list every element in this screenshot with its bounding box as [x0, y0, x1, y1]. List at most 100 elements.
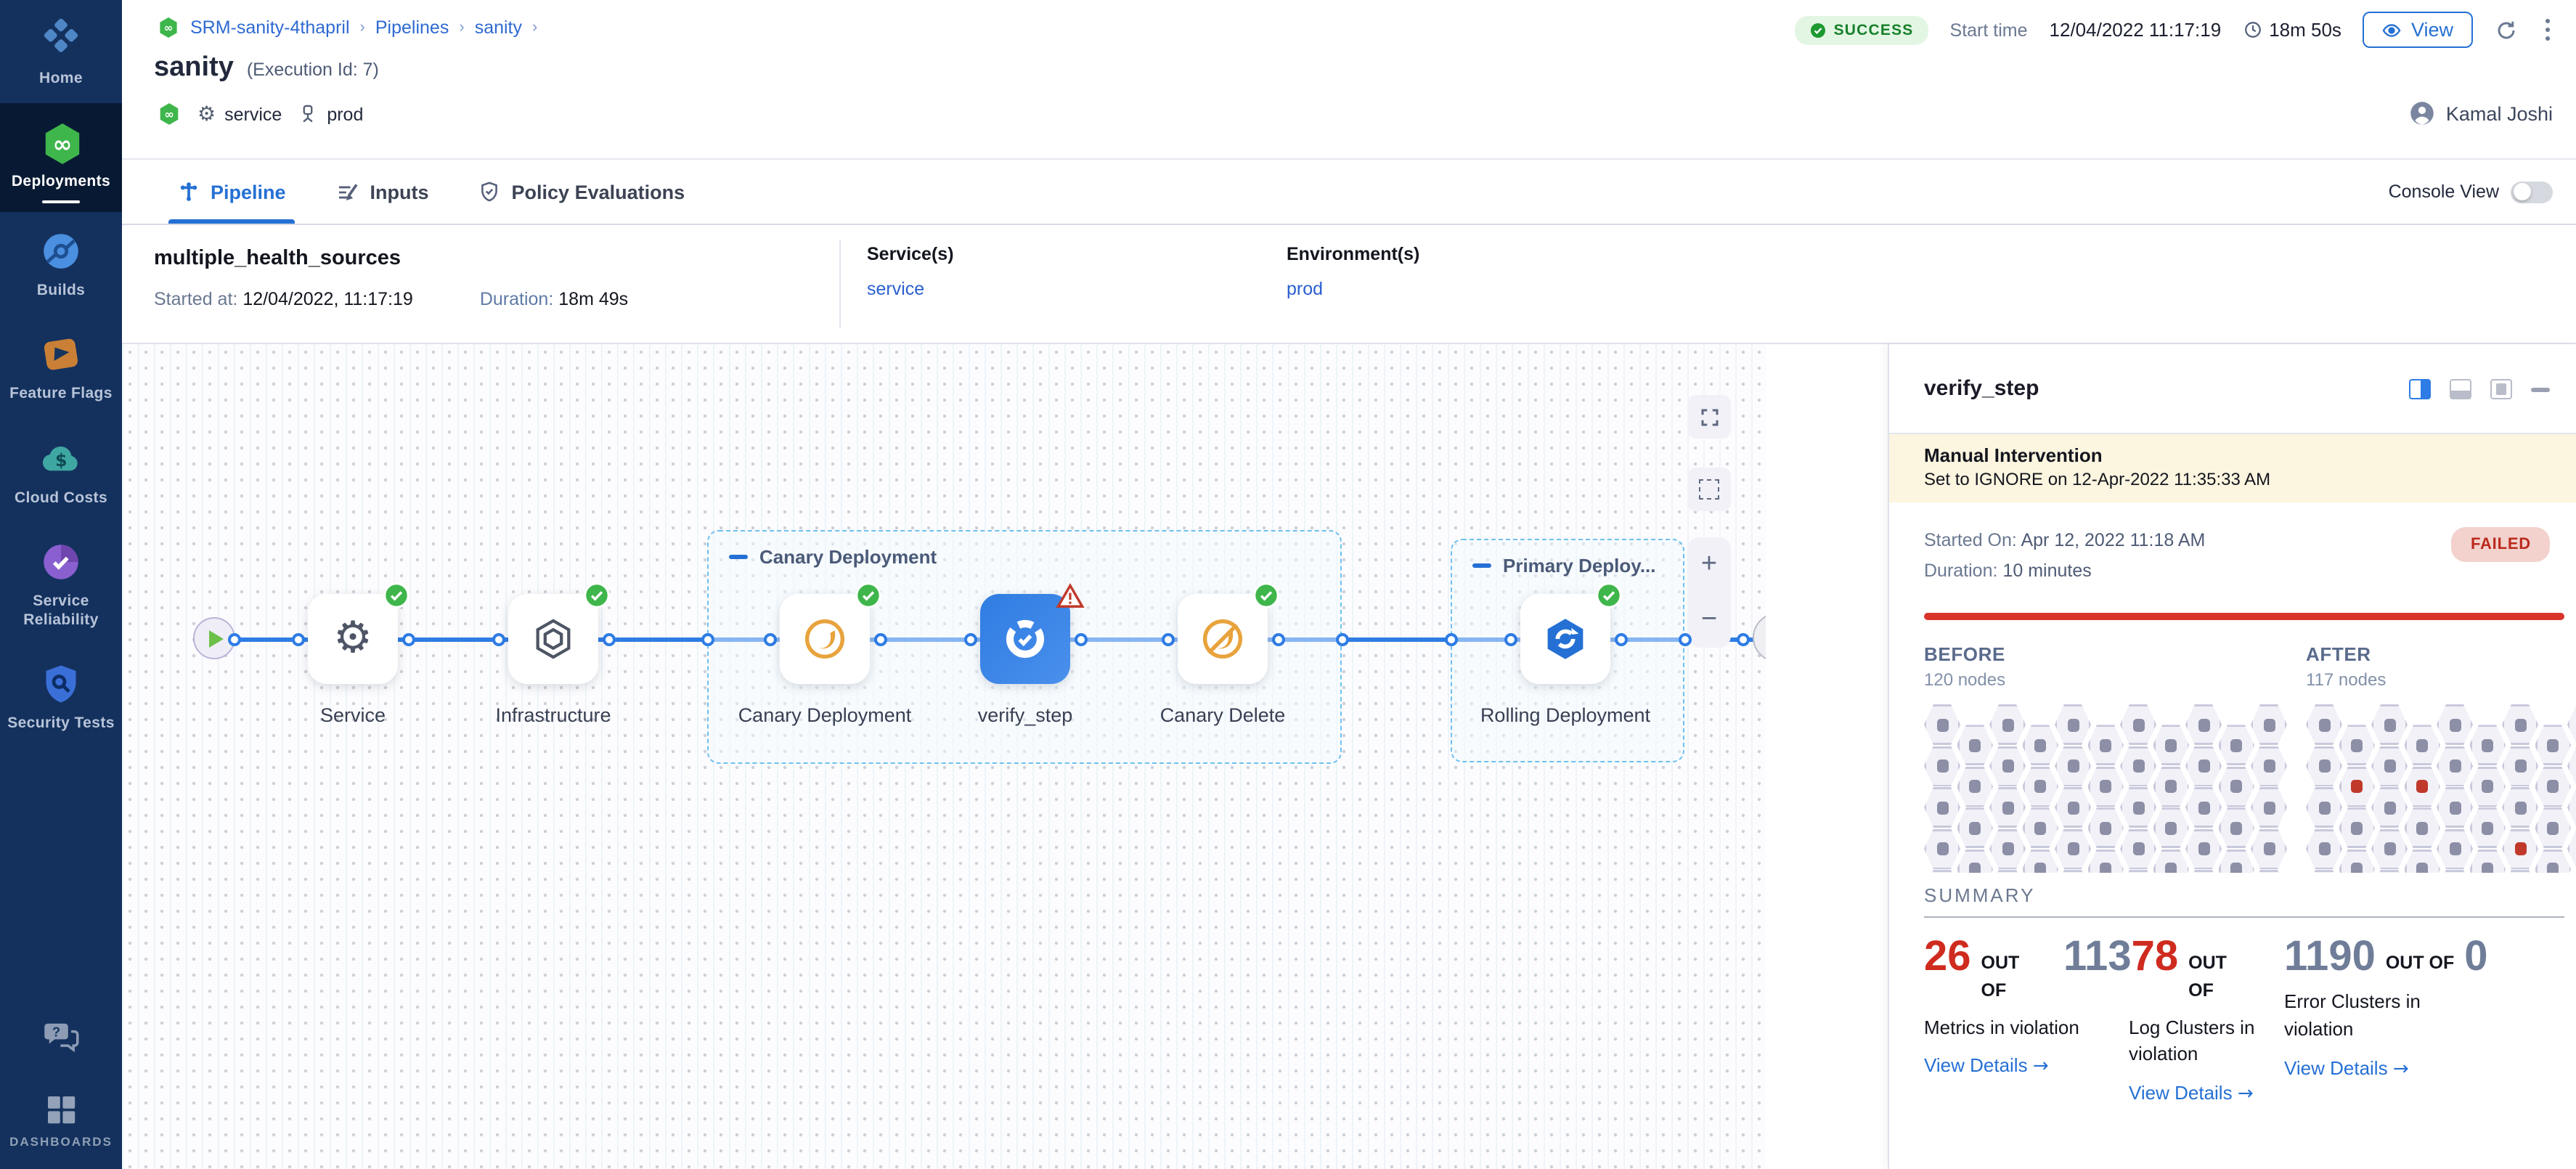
sidebar-item-home[interactable]: Home [0, 0, 122, 103]
node-hex[interactable] [2218, 849, 2254, 873]
sidebar-item-builds[interactable]: Builds [0, 213, 122, 316]
node-hex[interactable] [2502, 870, 2538, 873]
node-hex[interactable] [2437, 870, 2473, 873]
node-hex[interactable] [2055, 828, 2091, 869]
node-hex[interactable] [2022, 807, 2058, 849]
node-hex[interactable] [2251, 704, 2287, 745]
layout-right-icon[interactable] [2409, 379, 2431, 399]
node-hex[interactable] [1924, 704, 1960, 745]
sidebar-item-service-reliability[interactable]: Service Reliability [0, 522, 122, 645]
node-hex[interactable] [2251, 828, 2287, 869]
sidebar-item-cloud-costs[interactable]: $Cloud Costs [0, 419, 122, 522]
node-hex[interactable] [2185, 787, 2222, 828]
node-hex[interactable] [2087, 807, 2124, 849]
node-hex[interactable] [2339, 725, 2375, 766]
node-hex[interactable] [2185, 746, 2222, 786]
pipeline-node-infrastructure[interactable] [508, 582, 610, 684]
node-hex[interactable] [2339, 807, 2375, 849]
after-node-grid[interactable] [2306, 704, 2576, 873]
node-hex[interactable] [2469, 807, 2506, 849]
node-hex[interactable] [2120, 746, 2156, 786]
node-hex[interactable] [2306, 787, 2342, 828]
node-hex[interactable] [2437, 704, 2473, 745]
node-hex[interactable] [2502, 787, 2538, 828]
zoom-out-button[interactable]: − [1700, 604, 1718, 635]
node-hex[interactable] [2120, 787, 2156, 828]
node-hex[interactable] [2251, 746, 2287, 786]
tab-pipeline[interactable]: Pipeline [168, 160, 295, 224]
node-hex[interactable] [2535, 807, 2571, 849]
node-hex[interactable] [2022, 849, 2058, 873]
node-hex[interactable] [1989, 870, 2026, 873]
node-hex[interactable] [2306, 704, 2342, 745]
node-hex[interactable] [2153, 725, 2189, 766]
node-hex[interactable] [1957, 766, 1993, 807]
environment-link[interactable]: prod [1287, 279, 1324, 299]
minimize-panel-icon[interactable] [2531, 387, 2550, 391]
node-hex[interactable] [2567, 828, 2576, 869]
node-hex[interactable] [2251, 787, 2287, 828]
service-link[interactable]: service [867, 279, 925, 299]
node-hex[interactable] [1989, 787, 2026, 828]
sidebar-item-dashboards[interactable]: DASHBOARDS [0, 1092, 122, 1169]
group-label[interactable]: Primary Deploy... [1472, 555, 1656, 577]
sidebar-item-security-tests[interactable]: Security Tests [0, 645, 122, 748]
breadcrumb-item[interactable]: Pipelines [375, 17, 449, 38]
node-hex[interactable] [2404, 807, 2440, 849]
node-hex[interactable] [2087, 725, 2124, 766]
node-hex[interactable] [2371, 746, 2408, 786]
marquee-select-button[interactable] [1687, 468, 1731, 511]
sidebar-item-feature-flags[interactable]: Feature Flags [0, 316, 122, 419]
node-hex[interactable] [2469, 849, 2506, 873]
node-hex[interactable] [1989, 704, 2026, 745]
node-hex[interactable] [2055, 704, 2091, 745]
node-hex[interactable] [2339, 849, 2375, 873]
node-hex[interactable] [2120, 828, 2156, 869]
node-hex[interactable] [2437, 746, 2473, 786]
node-hex[interactable] [2502, 746, 2538, 786]
node-hex[interactable] [2306, 746, 2342, 786]
node-hex[interactable] [1957, 725, 1993, 766]
refresh-icon[interactable] [2494, 18, 2517, 41]
node-hex[interactable] [2469, 766, 2506, 807]
node-hex[interactable] [2022, 725, 2058, 766]
pipeline-node-verify_step[interactable] [980, 582, 1085, 684]
view-details-link[interactable]: View Details → [2129, 1082, 2254, 1106]
node-hex[interactable] [2567, 704, 2576, 745]
node-hex[interactable] [2120, 870, 2156, 873]
sidebar-item-deployments[interactable]: ∞Deployments [0, 103, 122, 213]
node-hex[interactable] [2404, 725, 2440, 766]
pipeline-node-service[interactable]: ⚙ [308, 582, 409, 684]
node-hex[interactable] [2185, 828, 2222, 869]
node-hex[interactable] [2567, 787, 2576, 828]
node-hex[interactable] [1957, 807, 1993, 849]
node-hex[interactable] [2218, 807, 2254, 849]
node-hex[interactable] [2153, 849, 2189, 873]
node-hex[interactable] [2153, 766, 2189, 807]
pipeline-end-node[interactable] [1753, 613, 1766, 662]
before-node-grid[interactable] [1924, 704, 2290, 873]
view-details-link[interactable]: View Details → [2284, 1056, 2409, 1080]
breadcrumb-item[interactable]: SRM-sanity-4thapril [190, 17, 350, 38]
group-label[interactable]: Canary Deployment [729, 546, 937, 568]
node-hex[interactable] [2437, 828, 2473, 869]
node-hex[interactable] [1924, 787, 1960, 828]
pipeline-node-canary-deployment[interactable] [780, 582, 881, 684]
service-tag[interactable]: ⚙ service [197, 102, 282, 126]
node-hex[interactable] [2185, 870, 2222, 873]
node-hex[interactable] [2371, 828, 2408, 869]
node-hex[interactable] [2022, 766, 2058, 807]
node-hex[interactable] [2153, 807, 2189, 849]
node-hex[interactable] [1924, 746, 1960, 786]
node-hex[interactable] [1989, 746, 2026, 786]
node-hex[interactable] [2087, 849, 2124, 873]
node-hex[interactable] [2218, 766, 2254, 807]
node-hex[interactable] [2502, 704, 2538, 745]
pipeline-node-canary-delete[interactable] [1178, 582, 1279, 684]
node-hex[interactable] [2371, 787, 2408, 828]
node-hex[interactable] [2535, 766, 2571, 807]
node-hex[interactable] [2251, 870, 2287, 873]
node-hex[interactable] [2055, 787, 2091, 828]
tab-policy-evaluations[interactable]: Policy Evaluations [476, 160, 688, 224]
